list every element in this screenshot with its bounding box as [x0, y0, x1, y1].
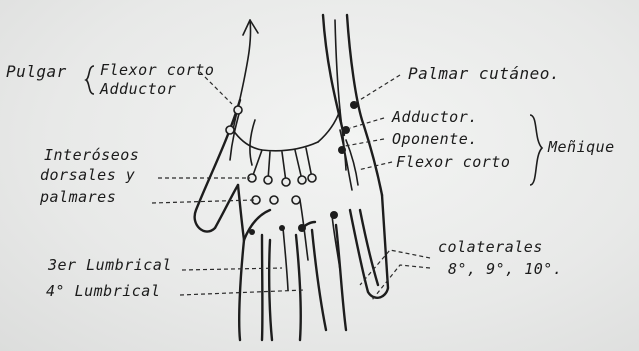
node [279, 225, 285, 231]
label-pulgar: Pulgar [6, 64, 67, 79]
label-adductor-pinky: Adductor. [392, 110, 478, 125]
brace-pulgar [86, 66, 94, 94]
label-lumbrical-4: 4° Lumbrical [46, 284, 160, 299]
label-interoseos-3: palmares [40, 190, 116, 205]
node [292, 196, 300, 204]
brace-menique [530, 115, 542, 185]
node [298, 224, 306, 232]
node [270, 196, 278, 204]
node [226, 126, 234, 134]
label-flexor-corto-pinky: Flexor corto [396, 155, 510, 170]
node [234, 106, 242, 114]
label-menique: Meñique [548, 140, 615, 155]
node [338, 146, 346, 154]
node [249, 229, 255, 235]
node [264, 176, 272, 184]
leader-lines [152, 72, 430, 300]
label-colaterales-2: 8°, 9°, 10°. [448, 262, 562, 277]
node [298, 176, 306, 184]
nerve-nodes [226, 101, 358, 235]
node [330, 211, 338, 219]
label-aductor-thumb: Adductor [100, 82, 176, 97]
label-interoseos-1: Interóseos [44, 148, 139, 163]
label-lumbrical-3: 3er Lumbrical [48, 258, 172, 273]
node [308, 174, 316, 182]
label-interoseos-2: dorsales y [40, 168, 135, 183]
label-oponente: Oponente. [392, 132, 478, 147]
label-colaterales-1: colaterales [438, 240, 543, 255]
node [342, 126, 350, 134]
label-palmar-cutaneo: Palmar cutáneo. [408, 66, 560, 81]
label-flexor-corto-thumb: Flexor corto [100, 63, 214, 78]
node [282, 178, 290, 186]
